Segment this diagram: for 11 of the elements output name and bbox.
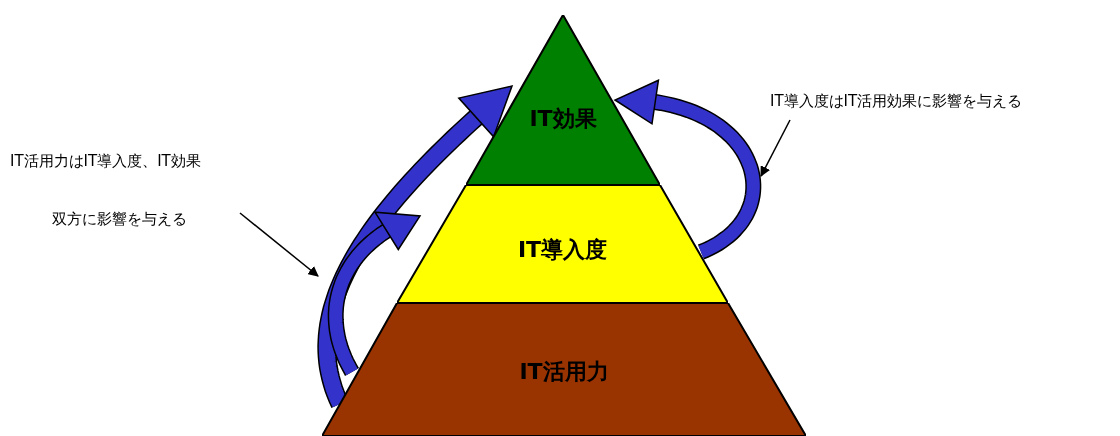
curved-block-arrow — [613, 79, 762, 260]
annotation-text: IT活用力はIT導入度、IT効果 — [10, 152, 201, 171]
leader-line — [760, 119, 791, 177]
band-label: IT活用力 — [519, 359, 609, 384]
leader-line — [239, 212, 319, 277]
annotation-text: 双方に影響を与える — [52, 210, 187, 229]
band-label: IT導入度 — [517, 237, 608, 262]
annotation-text: IT導入度はIT活用効果に影響を与える — [770, 92, 1023, 111]
curved-block-arrow — [317, 84, 514, 409]
curved-block-arrow — [327, 211, 422, 377]
band-label: IT効果 — [529, 106, 597, 131]
